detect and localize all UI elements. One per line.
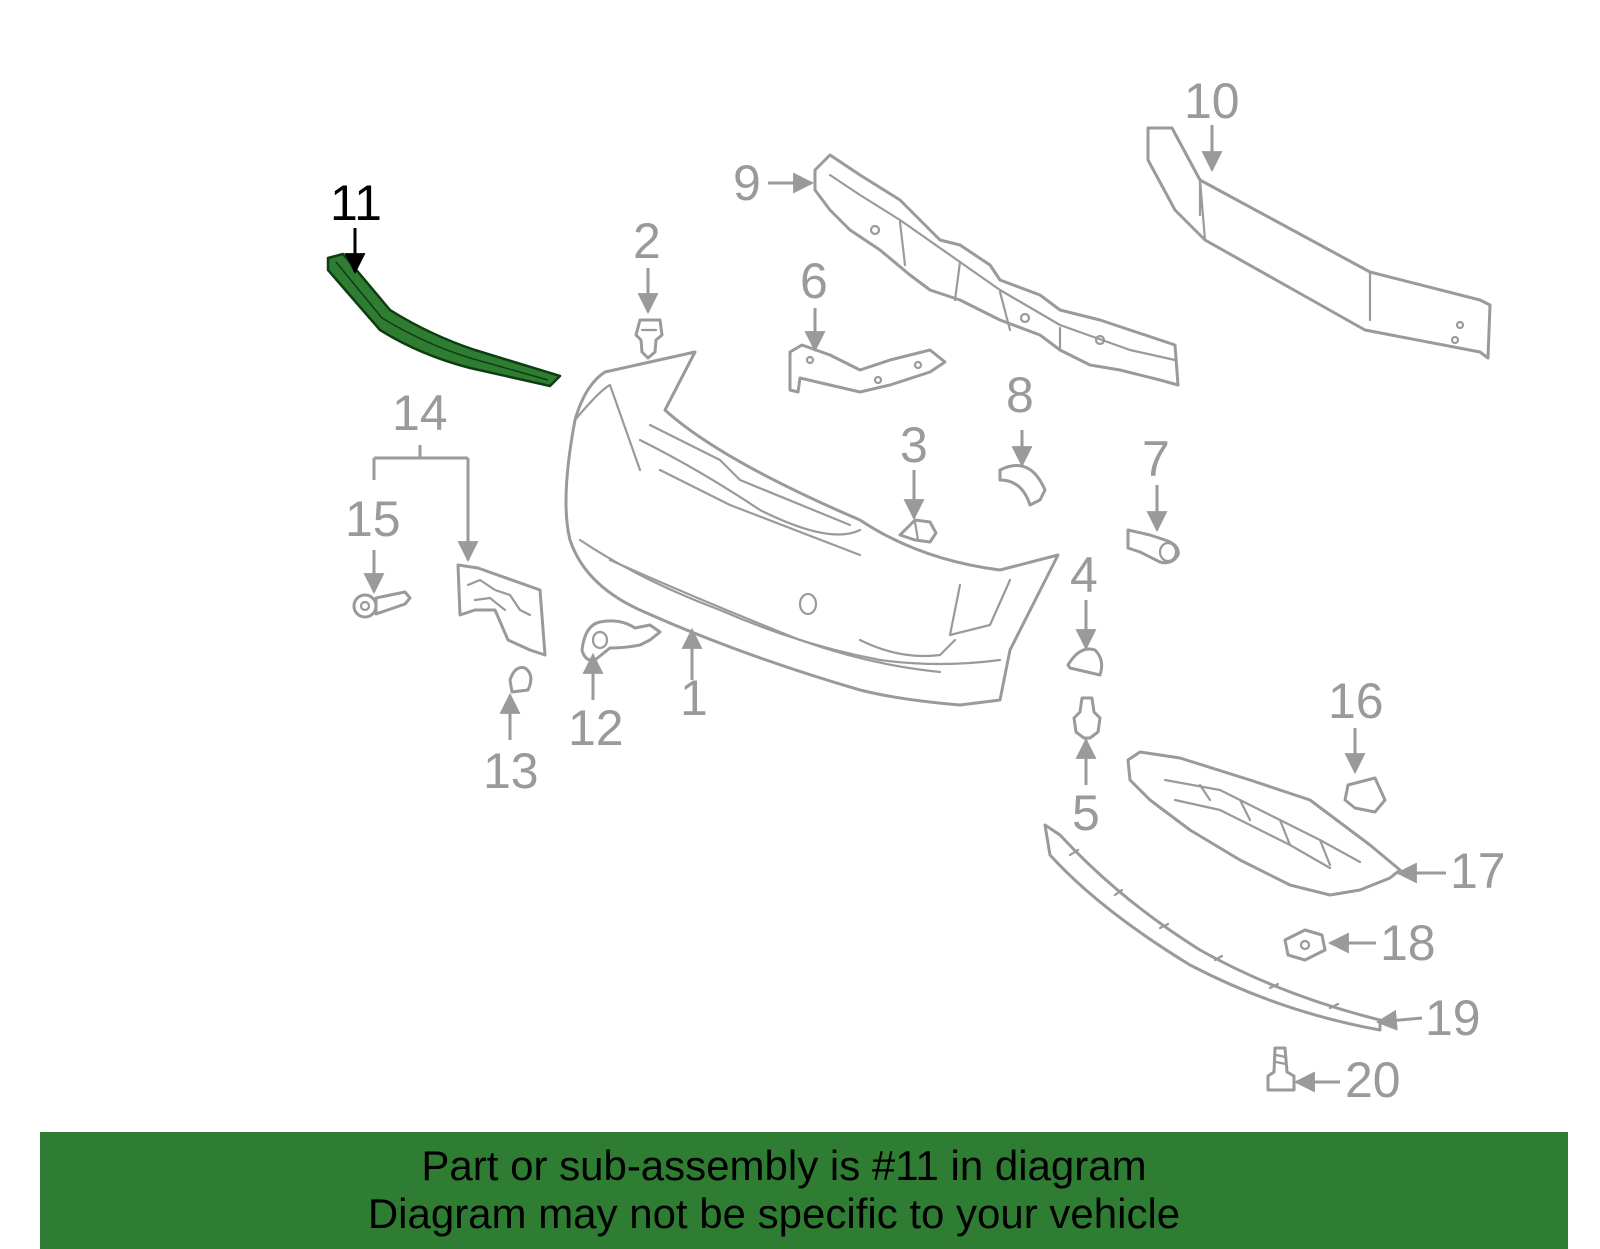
part-10-reinforcement[interactable] — [1146, 126, 1492, 360]
part-14-group-bracket — [372, 445, 479, 563]
part-11-molding-highlighted[interactable] — [326, 252, 562, 388]
part-13-plug[interactable] — [508, 666, 533, 694]
part-8-spacer[interactable] — [998, 464, 1047, 507]
part-4-retainer[interactable] — [1066, 647, 1104, 677]
callout-19[interactable]: 19 — [1425, 990, 1481, 1046]
callout-7[interactable]: 7 — [1142, 431, 1170, 487]
part-3-clip[interactable] — [898, 518, 938, 544]
part-12-bracket[interactable] — [580, 619, 662, 662]
part-5-pin[interactable] — [1072, 696, 1102, 740]
part-6-bracket[interactable] — [788, 343, 947, 394]
callout-13[interactable]: 13 — [483, 743, 539, 799]
part-18-nut[interactable] — [1283, 928, 1327, 962]
info-banner: Part or sub-assembly is #11 in diagram D… — [40, 1132, 1568, 1249]
callout-5[interactable]: 5 — [1072, 785, 1100, 841]
callout-8[interactable]: 8 — [1006, 367, 1034, 423]
part-17-undercover[interactable] — [1126, 750, 1402, 897]
callout-14[interactable]: 14 — [392, 385, 448, 441]
callout-9[interactable]: 9 — [733, 155, 761, 211]
callout-16[interactable]: 16 — [1328, 673, 1384, 729]
part-16-clip[interactable] — [1343, 776, 1387, 814]
callout-2[interactable]: 2 — [633, 213, 661, 269]
callout-labels: 11 1 2 3 4 5 6 7 8 9 10 12 13 14 15 16 1… — [330, 73, 1506, 1108]
part-14-license-bracket[interactable] — [456, 563, 547, 657]
callout-11[interactable]: 11 — [330, 175, 382, 231]
callout-4[interactable]: 4 — [1070, 547, 1098, 603]
part-9-absorber[interactable] — [813, 153, 1180, 387]
callout-12[interactable]: 12 — [568, 700, 624, 756]
callout-6[interactable]: 6 — [800, 253, 828, 309]
banner-line-disclaimer: Diagram may not be specific to your vehi… — [367, 1190, 1181, 1237]
part-20-bolt[interactable] — [1266, 1046, 1296, 1092]
part-7-sensor[interactable] — [1126, 528, 1180, 565]
part-2-clip[interactable] — [634, 318, 664, 360]
callout-15[interactable]: 15 — [345, 491, 401, 547]
banner-line-part-number: Part or sub-assembly is #11 in diagram — [421, 1142, 1147, 1189]
callout-1[interactable]: 1 — [680, 670, 708, 726]
callout-3[interactable]: 3 — [900, 417, 928, 473]
callout-leaders — [344, 125, 1446, 1093]
part-15-bolt[interactable] — [352, 590, 412, 619]
part-1-bumper-cover[interactable] — [564, 350, 1060, 707]
callout-18[interactable]: 18 — [1380, 915, 1436, 971]
callout-17[interactable]: 17 — [1450, 843, 1506, 899]
callout-10[interactable]: 10 — [1184, 73, 1240, 129]
callout-20[interactable]: 20 — [1345, 1052, 1401, 1108]
